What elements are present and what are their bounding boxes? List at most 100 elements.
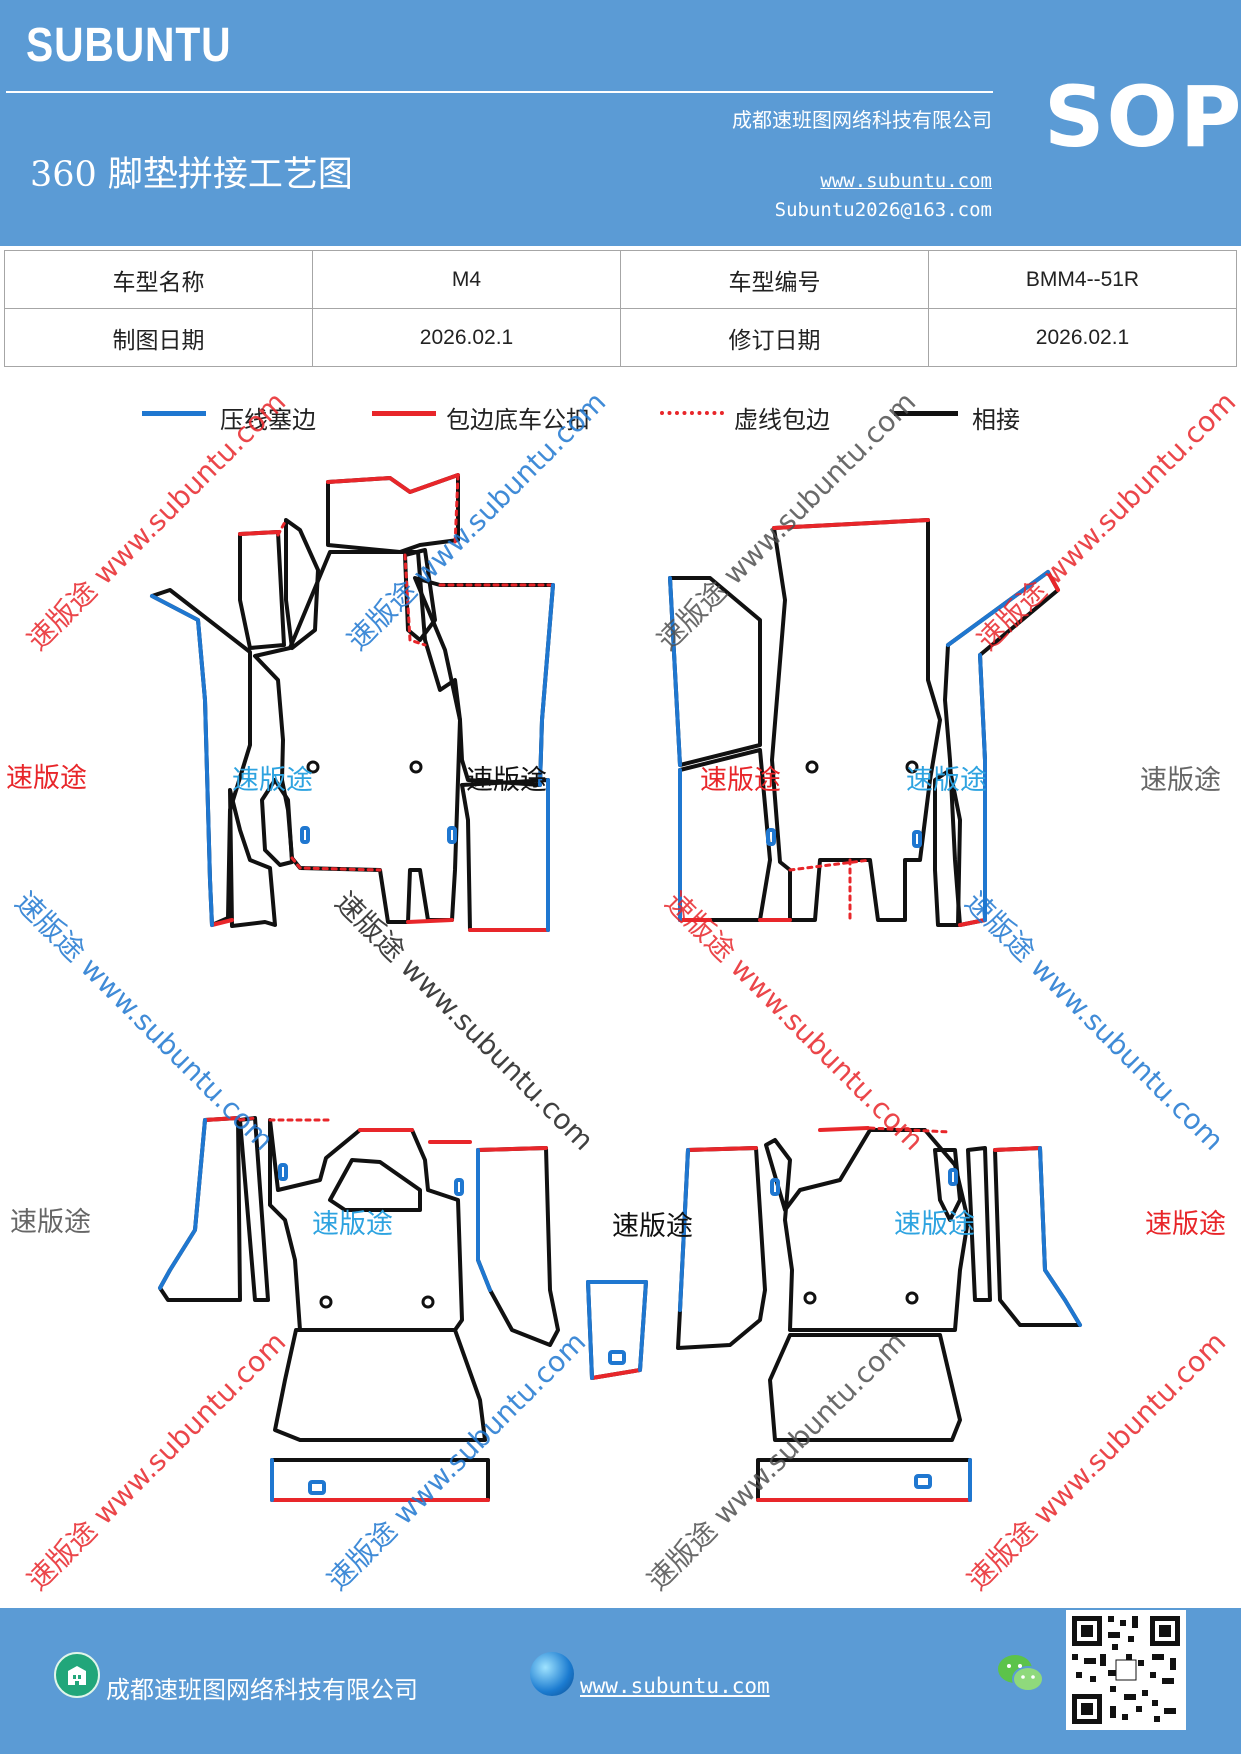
table-row: 制图日期 2026.02.1 修订日期 2026.02.1 <box>4 308 1237 367</box>
header-banner <box>0 0 1241 246</box>
table-row: 车型名称 M4 车型编号 BMM4--51R <box>4 250 1237 309</box>
qr-code-graphic <box>1066 1610 1186 1730</box>
header-company: 成都速班图网络科技有限公司 <box>732 108 992 132</box>
blue-slot <box>770 1178 780 1196</box>
watermark: 速版途 <box>1145 1209 1226 1240</box>
brand-logo: SUBUNTU <box>26 19 232 72</box>
blue-slot <box>308 1480 326 1495</box>
mat-hole <box>805 760 819 774</box>
blue-edge <box>638 1280 648 1372</box>
red-edge <box>958 918 987 927</box>
qr-code <box>1066 1610 1186 1730</box>
watermark: 速版途 <box>700 765 781 796</box>
watermark: 速版途 <box>612 1211 693 1242</box>
mat-piece <box>476 1146 560 1347</box>
red-edge <box>590 1368 642 1380</box>
header-website-link[interactable]: www.subuntu.com <box>820 170 992 192</box>
mat-piece <box>966 1146 992 1302</box>
legend-swatch-black <box>894 411 958 416</box>
legend-label: 虚线包边 <box>734 406 830 434</box>
red-edge <box>210 918 234 927</box>
legend-label: 压线塞边 <box>220 406 316 434</box>
mat-piece <box>768 1333 962 1442</box>
blue-edge <box>150 594 214 927</box>
watermark: 速版途 <box>232 765 313 796</box>
blue-edge <box>476 1148 492 1292</box>
red-dotted-edge <box>238 1116 257 1122</box>
red-edge <box>406 918 454 924</box>
watermark: 速版途 <box>1140 765 1221 796</box>
mat-piece <box>268 1118 464 1332</box>
watermark: 速版途 <box>894 1209 975 1240</box>
legend-label: 包边底车公扣 <box>446 406 590 434</box>
revision-date-label: 修订日期 <box>620 308 929 367</box>
mat-piece <box>764 1128 970 1332</box>
red-edge <box>326 473 460 494</box>
drawing-date-label: 制图日期 <box>4 308 313 367</box>
blue-slot <box>278 1163 288 1181</box>
red-edge <box>476 1146 548 1152</box>
red-edge <box>686 1146 758 1152</box>
mat-piece <box>676 1146 767 1350</box>
blue-slot <box>300 826 310 844</box>
drawing-date-value: 2026.02.1 <box>312 308 621 367</box>
legend-swatch-red-dotted <box>660 411 724 415</box>
mat-piece <box>238 530 286 650</box>
mat-hole <box>319 1295 333 1309</box>
red-dotted-edge <box>868 1126 952 1134</box>
watermark: 速版途 <box>312 1209 393 1240</box>
watermark: 速版途 <box>906 765 987 796</box>
model-code-label: 车型编号 <box>620 250 929 309</box>
mat-piece <box>273 1328 487 1442</box>
mat-piece <box>770 518 942 922</box>
blue-edge <box>678 1148 690 1312</box>
blue-slot <box>912 830 922 848</box>
watermark: 速版途 <box>10 1207 91 1238</box>
mat-hole <box>803 1291 817 1305</box>
red-dotted-edge <box>788 858 872 872</box>
mat-piece <box>260 778 294 867</box>
blue-slot <box>766 828 776 846</box>
footer-website-link[interactable]: www.subuntu.com <box>580 1674 770 1698</box>
blue-edge <box>158 1118 207 1290</box>
blue-slot <box>914 1474 932 1489</box>
legend-label: 相接 <box>972 406 1020 434</box>
red-dotted-edge <box>453 473 460 547</box>
mat-piece <box>328 1158 422 1212</box>
sop-badge: SOP <box>1044 68 1241 166</box>
red-dotted-edge <box>276 518 288 537</box>
mat-piece <box>284 518 320 650</box>
mat-hole <box>421 1295 435 1309</box>
header-email: Subuntu2026@163.com <box>774 199 992 221</box>
red-edge <box>1046 570 1060 592</box>
red-dotted-edge <box>290 856 382 872</box>
mat-hole <box>306 760 320 774</box>
blue-edge <box>586 1280 594 1380</box>
model-name-value: M4 <box>312 250 621 309</box>
model-info-table: 车型名称 M4 车型编号 BMM4--51R 制图日期 2026.02.1 修订… <box>4 250 1237 367</box>
legend-swatch-red <box>372 411 436 416</box>
mat-piece <box>993 1146 1082 1327</box>
watermark: 速版途 <box>6 763 87 794</box>
blue-edge <box>978 653 987 922</box>
mat-piece <box>158 1116 242 1302</box>
blue-slot <box>948 1168 958 1186</box>
red-edge <box>772 518 930 530</box>
blue-edge <box>668 576 682 767</box>
mat-hole <box>905 1291 919 1305</box>
blue-slot <box>454 1178 464 1196</box>
header-divider <box>6 91 993 93</box>
red-edge <box>238 530 280 536</box>
footer-company: 成都速班图网络科技有限公司 <box>106 1676 418 1704</box>
blue-edge <box>1038 1146 1082 1327</box>
mat-hole <box>905 760 919 774</box>
red-edge <box>203 1116 240 1122</box>
mat-piece <box>228 788 277 928</box>
mat-piece <box>460 778 550 932</box>
legend: 压线塞边 包边底车公扣 虚线包边 相接 <box>0 400 1241 440</box>
wechat-icon[interactable] <box>996 1652 1046 1696</box>
legend-swatch-blue <box>142 411 206 416</box>
watermark: 速版途 <box>466 765 547 796</box>
blue-slot <box>447 826 457 844</box>
